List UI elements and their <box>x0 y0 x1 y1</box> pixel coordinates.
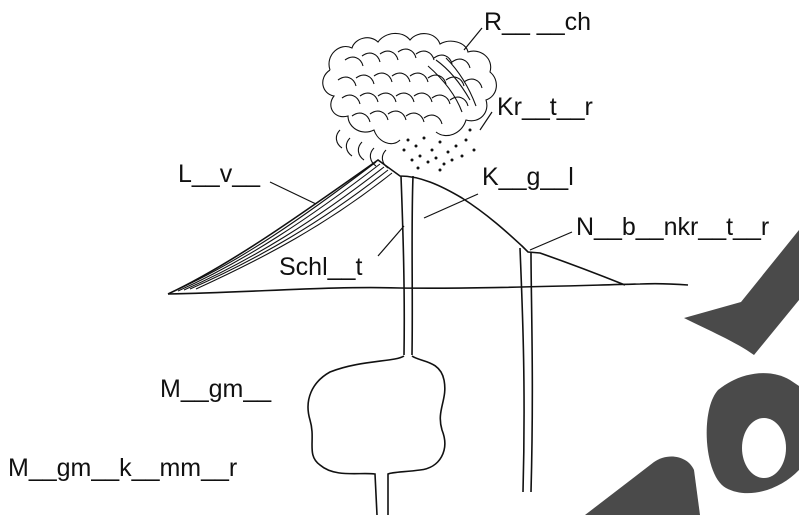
leader-schlot <box>378 226 404 256</box>
label-kegel: K__g__l <box>482 165 574 190</box>
leader-kegel <box>424 194 478 218</box>
leader-rauch <box>464 28 482 50</box>
label-lava: L__v__ <box>178 162 260 187</box>
smoke-cloud <box>323 33 497 168</box>
magma-chamber <box>308 356 445 515</box>
label-krater: Kr__t__r <box>497 95 593 120</box>
label-rauch: R__ __ch <box>484 10 591 35</box>
ground-line <box>168 284 688 294</box>
leader-nebenkrater <box>530 232 572 250</box>
label-magmakammer: M__gm__k__mm__r <box>8 456 237 481</box>
ash-particles <box>403 129 476 172</box>
watermark <box>585 230 799 515</box>
label-schlot: Schl__t <box>279 255 362 280</box>
leader-lava <box>270 182 316 204</box>
leader-krater <box>480 112 492 130</box>
label-nebenkrater: N__b__nkr__t__r <box>576 215 769 240</box>
label-magma: M__gm__ <box>160 377 271 402</box>
main-vent <box>401 176 413 355</box>
side-vent <box>520 248 532 492</box>
